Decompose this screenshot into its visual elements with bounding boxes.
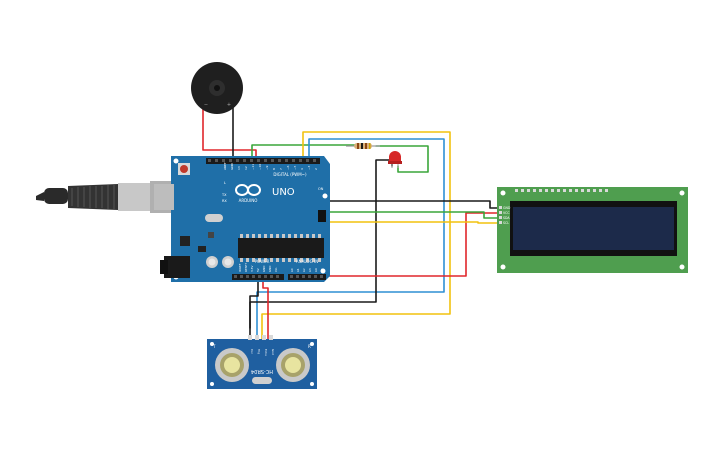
lcd-pin-sda: SDA — [503, 216, 510, 220]
sensor-pin-vcc: Vcc — [250, 349, 254, 354]
pin-label-d13: 13 — [237, 166, 241, 170]
pin-label-aref: AREF — [223, 162, 227, 170]
lcd-pin-scl: SCL — [503, 221, 509, 225]
pin-label-reset: RESET — [244, 263, 248, 272]
pin-label-a2: A2 — [302, 268, 306, 272]
arduino-logo: ARDUINO — [235, 184, 261, 203]
buzzer-minus-label: − — [204, 102, 208, 108]
analog-header-label: ANALOG IN — [296, 259, 318, 264]
wire-red-5v[interactable] — [262, 277, 269, 341]
pin-label-d11: ~11 — [251, 164, 255, 170]
pin-label-d2: 2 — [314, 168, 318, 170]
pin-label-d5: ~5 — [293, 165, 297, 170]
arduino-uno-board[interactable]: AREF GND 13 12 ~11 ~10 ~9 8 7 ~6 ~5 4 ~3… — [154, 156, 330, 282]
analog-header[interactable] — [288, 274, 326, 280]
pin-label-a4: A4 — [314, 268, 318, 272]
lcd-pin-vcc: VCC — [503, 211, 510, 215]
pin-label-d3: ~3 — [307, 165, 311, 170]
wire-buzzer-red[interactable] — [202, 107, 257, 161]
pin-label-gnd-top: GND — [230, 162, 234, 170]
piezo-buzzer[interactable]: − + — [191, 62, 243, 114]
pin-label-3v3: 3.3V — [250, 266, 254, 272]
hc-sr04-ultrasonic-sensor[interactable]: Vcc Trig Echo Gnd HC-SR04 T R — [207, 335, 317, 389]
lcd-16x2-i2c[interactable]: GND VCC SDA SCL — [497, 187, 688, 273]
lcd-pin-gnd: GND — [503, 206, 511, 210]
pin-label-a1: A1 — [296, 268, 300, 272]
sensor-pin-gnd: Gnd — [271, 349, 275, 355]
pin-label-d6: ~6 — [286, 165, 290, 170]
on-led-label: ON — [318, 187, 324, 191]
sensor-pin-echo: Echo — [264, 349, 268, 356]
pin-label-ioref: IOREF — [238, 263, 242, 272]
pin-label-5v: 5V — [256, 268, 260, 272]
wire-lcd-gnd[interactable] — [227, 200, 503, 209]
rx-label: RX — [222, 199, 227, 203]
l-led-label: L — [224, 181, 226, 185]
power-header-label: POWER — [255, 259, 270, 264]
pin-label-d8: 8 — [272, 168, 276, 170]
pin-label-gnd2: GND — [268, 266, 272, 272]
digital-header[interactable] — [206, 158, 320, 164]
lcd-screen — [513, 207, 674, 250]
dc-jack — [164, 256, 190, 278]
wire-black-gnd[interactable] — [249, 277, 259, 341]
pin-label-d12: 12 — [244, 166, 248, 170]
pin-label-d7: 7 — [279, 168, 283, 170]
tx-label: TX — [221, 193, 227, 197]
sensor-pin-trig: Trig — [257, 348, 261, 354]
sensor-side-r: R — [308, 344, 311, 349]
usb-socket — [154, 184, 174, 210]
atmega-chip — [238, 238, 324, 258]
resistor[interactable] — [346, 143, 380, 149]
digital-header-label: DIGITAL (PWM~) — [273, 172, 307, 177]
pin-label-gnd1: GND — [262, 266, 266, 272]
sensor-model-label: HC-SR04 — [251, 368, 273, 374]
pin-label-vin: Vin — [274, 267, 278, 272]
pin-label-a5: A5 — [320, 268, 324, 272]
usb-cable — [36, 181, 172, 213]
board-model-label: UNO — [272, 187, 295, 198]
wire-green-led[interactable] — [375, 145, 429, 173]
arduino-logo-text: ARDUINO — [239, 198, 258, 203]
pin-label-d4: 4 — [300, 168, 304, 170]
buzzer-plus-label: + — [227, 102, 231, 108]
wire-yellow-top[interactable] — [261, 131, 451, 341]
pin-label-a3: A3 — [308, 268, 312, 272]
sensor-side-t: T — [212, 344, 216, 349]
pin-label-d9: ~9 — [265, 165, 269, 170]
red-led[interactable] — [388, 151, 402, 168]
pin-label-d10: ~10 — [258, 164, 262, 170]
pin-label-a0: A0 — [290, 268, 294, 272]
wire-blue-top[interactable] — [256, 138, 445, 341]
